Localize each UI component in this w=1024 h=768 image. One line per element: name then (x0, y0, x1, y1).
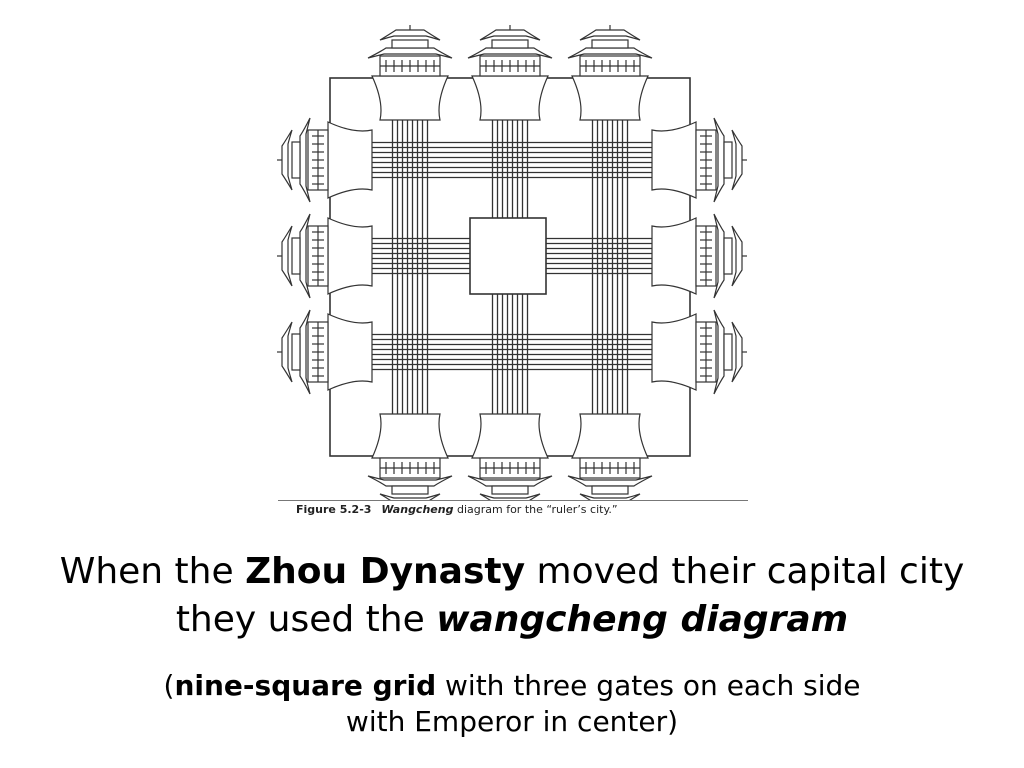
north-gate (367, 25, 453, 121)
east-gate (651, 309, 747, 395)
east-west-road (333, 363, 687, 371)
east-west-road (333, 343, 687, 351)
subline-line-2: with Emperor in center) (345, 705, 679, 738)
wangcheng-diagram (277, 25, 747, 500)
north-south-road (391, 81, 399, 453)
north-gate (567, 25, 653, 121)
east-gate (651, 117, 747, 203)
wangcheng-diagram-term: wangcheng diagram (436, 599, 849, 640)
headline-text: When the (59, 551, 246, 592)
north-south-road (421, 81, 429, 453)
figure-caption: Figure 5.2-3 Wangcheng diagram for the “r… (296, 503, 618, 516)
north-south-road (401, 81, 409, 453)
south-gate (367, 413, 453, 500)
east-west-road (333, 171, 687, 179)
south-gate (567, 413, 653, 500)
headline-line-2: they used the wangcheng diagram (0, 596, 1024, 644)
east-west-road (333, 141, 687, 149)
west-gate (277, 117, 373, 203)
west-gate (277, 213, 373, 299)
east-west-road (333, 161, 687, 169)
figure-caption-italic: Wangcheng (381, 503, 454, 516)
north-south-road (611, 81, 619, 453)
subline-line-1: (nine-square grid with three gates on ea… (0, 668, 1024, 704)
figure-caption-text: diagram for the “ruler’s city.” (456, 503, 618, 516)
headline-text: they used the (175, 599, 437, 640)
figure-rule (278, 500, 748, 501)
west-gate (277, 309, 373, 395)
north-south-road (591, 81, 599, 453)
north-south-road (621, 81, 629, 453)
east-west-road (333, 333, 687, 341)
north-gate (467, 25, 553, 121)
figure-number: Figure 5.2-3 (296, 503, 372, 516)
north-south-road (411, 81, 419, 453)
subline: (nine-square grid with three gates on ea… (0, 668, 1024, 740)
east-west-road (333, 353, 687, 361)
south-gate (467, 413, 553, 500)
subline-paren: ( (163, 669, 175, 702)
headline-line-1: When the Zhou Dynasty moved their capita… (0, 548, 1024, 596)
headline: When the Zhou Dynasty moved their capita… (0, 548, 1024, 644)
gate-towers (277, 25, 747, 500)
palace-center-square (469, 217, 547, 295)
east-gate (651, 213, 747, 299)
subline-text: with three gates on each side (436, 669, 861, 702)
headline-text: moved their capital city (525, 551, 965, 592)
east-west-road (333, 151, 687, 159)
north-south-road (601, 81, 609, 453)
zhou-dynasty: Zhou Dynasty (245, 551, 526, 592)
nine-square-grid: nine-square grid (174, 669, 437, 702)
